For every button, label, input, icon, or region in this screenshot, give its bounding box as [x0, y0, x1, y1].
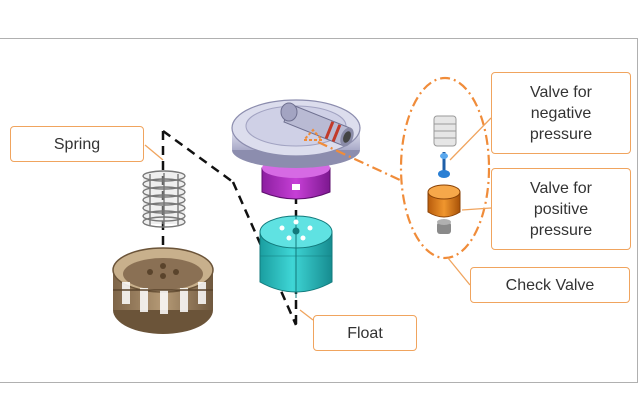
valve-positive-pressure-callout: Valve for positive pressure: [491, 168, 631, 250]
lid-outlet-pipe: [280, 102, 354, 147]
spring-callout: Spring: [10, 126, 144, 162]
check-valve-group-outline: [317, 76, 491, 260]
valve-seal-small: [437, 219, 451, 234]
valve-negative-pressure-part: [438, 152, 450, 178]
diagram-frame: [0, 38, 638, 383]
callout-leader-lines: [144, 117, 492, 321]
spring-part: [142, 170, 186, 228]
basket-part: [112, 247, 214, 334]
float-part: [259, 215, 333, 298]
float-callout: Float: [313, 315, 417, 351]
lid-part: [231, 99, 361, 168]
valve-positive-pressure-part: [427, 184, 461, 218]
valve-spring-small: [433, 115, 457, 147]
valve-negative-pressure-callout: Valve for negative pressure: [491, 72, 631, 154]
check-valve-callout: Check Valve: [470, 267, 630, 303]
